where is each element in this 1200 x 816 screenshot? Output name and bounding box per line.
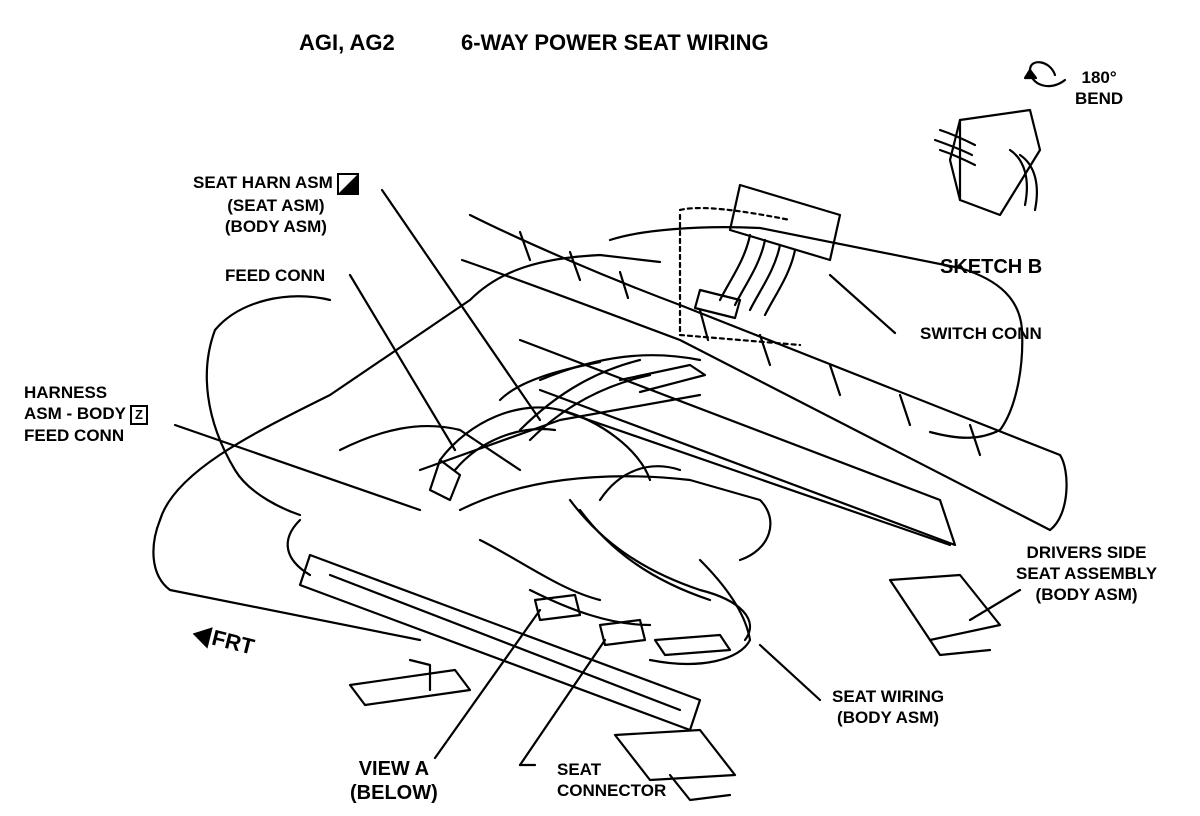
sketch-b-label: SKETCH B (940, 256, 1043, 278)
seat-harn-line-3: (BODY ASM) (224, 216, 327, 236)
mounting-feet (348, 573, 1002, 802)
harness-body-line-3: FEED CONN (24, 425, 125, 445)
drivers-side-label: DRIVERS SIDE SEAT ASSEMBLY (BODY ASM) (1016, 542, 1157, 605)
harness-wiring (428, 358, 752, 666)
view-a-line-1: VIEW A (358, 758, 430, 780)
seat-wiring-line-1: SEAT WIRING (832, 687, 945, 706)
seat-connector-label: SEAT CONNECTOR (557, 759, 666, 801)
drivers-side-line-1: DRIVERS SIDE (1026, 543, 1147, 562)
z-marker-icon: Z (130, 404, 148, 425)
feed-conn-label: FEED CONN (225, 266, 326, 285)
seat-wiring-label: SEAT WIRING (BODY ASM) (832, 686, 944, 728)
switch-conn-label: SWITCH CONN (920, 324, 1042, 343)
seat-harn-line-2: (SEAT ASM) (227, 195, 325, 215)
seat-connector-line-1: SEAT (557, 760, 602, 779)
seat-cushion-outline (152, 226, 1024, 642)
rear-crossbar (460, 213, 1068, 532)
switch-connector-drawing (678, 183, 842, 347)
seat-connector-line-2: CONNECTOR (557, 781, 667, 800)
leader-lines (173, 188, 1022, 767)
sketch-b-connector (933, 61, 1067, 217)
view-a-line-2: (BELOW) (350, 782, 438, 804)
view-a-label: VIEW A (BELOW) (350, 757, 438, 805)
drivers-side-line-3: (BODY ASM) (1035, 585, 1138, 604)
bend-label-line-1: 180° (1081, 68, 1117, 87)
seat-frame-rails (286, 338, 957, 732)
bend-label: 180° BEND (1075, 67, 1123, 109)
seat-harn-line-1: SEAT HARN ASM (193, 172, 359, 195)
drivers-side-line-2: SEAT ASSEMBLY (1016, 564, 1158, 583)
title-models: AGI, AG2 (299, 30, 395, 55)
bend-label-line-2: BEND (1075, 89, 1124, 108)
harness-body-line-1: HARNESS (24, 383, 108, 402)
page-title: 6-WAY POWER SEAT WIRING (461, 30, 769, 55)
diagonal-box-icon (336, 172, 359, 195)
seat-harn-label: SEAT HARN ASM (SEAT ASM) (BODY ASM) (193, 172, 359, 237)
seat-wiring-line-2: (BODY ASM) (837, 708, 940, 727)
